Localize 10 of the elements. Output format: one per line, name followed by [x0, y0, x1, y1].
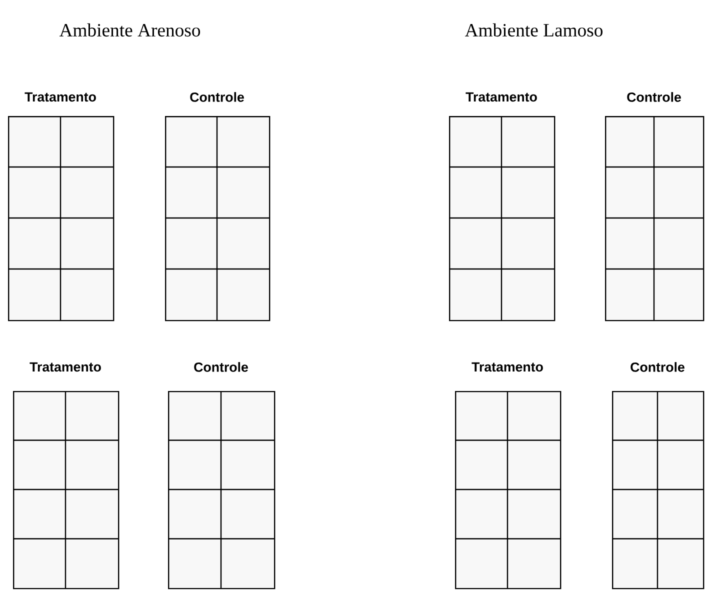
grid-heading: Controle	[190, 92, 244, 102]
section-title: Ambiente Lamoso	[464, 23, 602, 37]
grid-heading: Tratamento	[30, 362, 101, 372]
grid-heading: Tratamento	[24, 92, 96, 102]
section-title: Ambiente Arenoso	[59, 23, 200, 37]
grid-heading: Controle	[194, 362, 248, 372]
grid-heading: Tratamento	[466, 92, 537, 102]
grid-heading: Controle	[627, 92, 681, 102]
grid-heading: Tratamento	[472, 362, 543, 372]
grid-heading: Controle	[630, 362, 684, 372]
